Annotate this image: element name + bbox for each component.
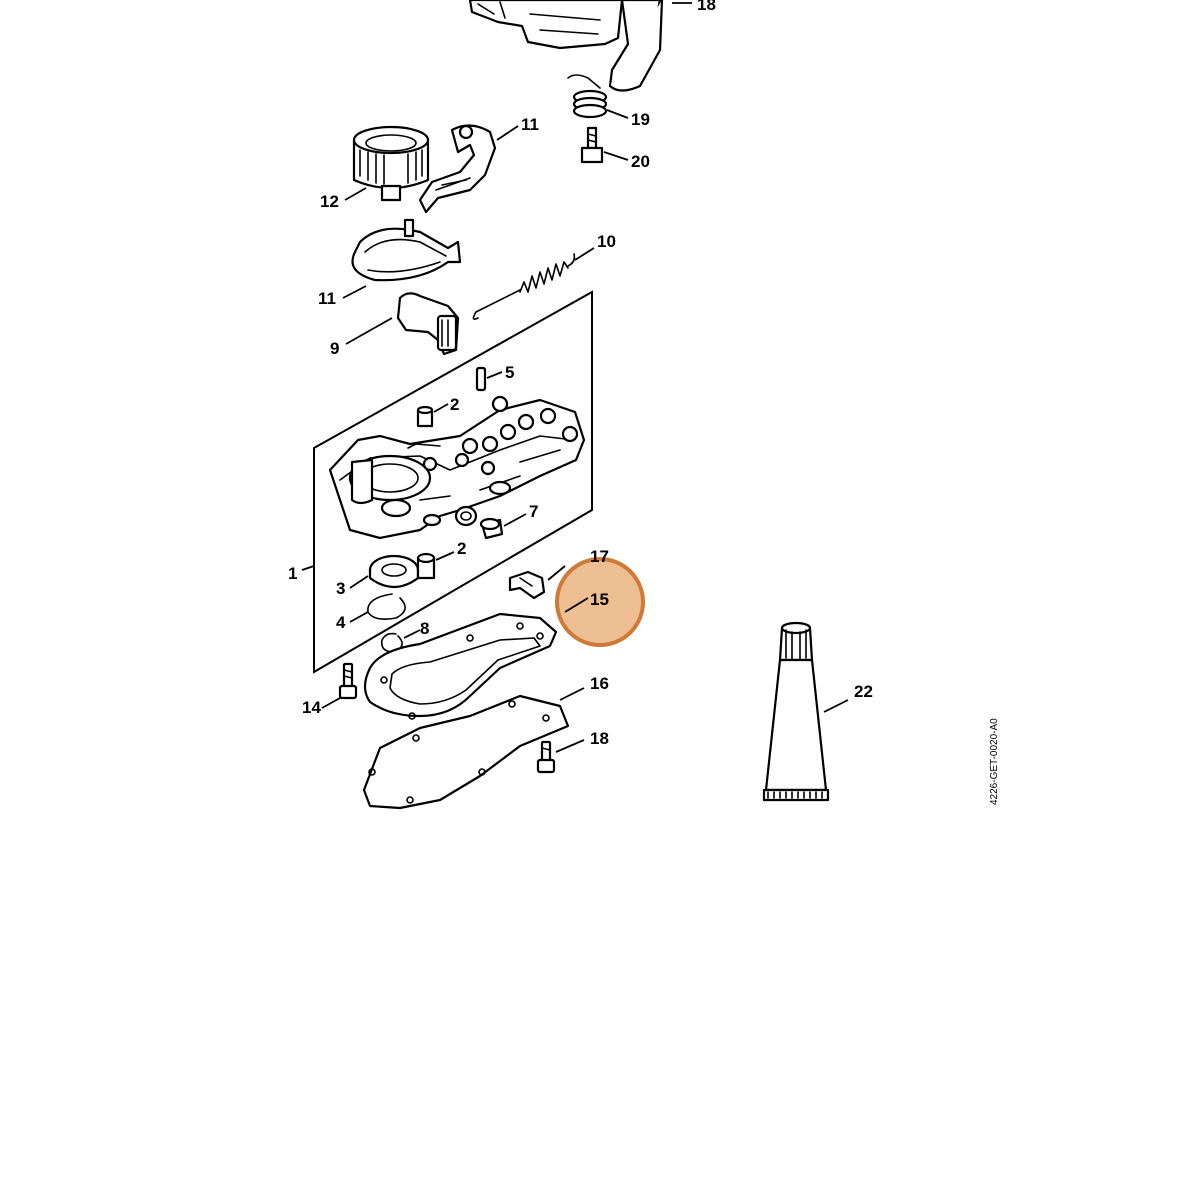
part-15-cover-plate[interactable]: [362, 687, 585, 810]
part-6-plug-screw[interactable]: [454, 505, 527, 540]
callout-19[interactable]: 19: [631, 110, 650, 129]
part-3-ball-bearing[interactable]: [349, 554, 420, 589]
callout-1[interactable]: 1: [288, 564, 297, 583]
part-2-sleeve-lower[interactable]: [416, 551, 455, 580]
part-7-ring[interactable]: [380, 629, 421, 653]
callout-16[interactable]: 17: [590, 547, 609, 566]
callout-8[interactable]: 9: [330, 339, 339, 358]
part-13-screw[interactable]: [321, 662, 358, 709]
callout-15[interactable]: 16: [590, 674, 609, 693]
part-20-screw[interactable]: [580, 126, 629, 164]
part-2-sleeve-upper[interactable]: [416, 403, 449, 428]
callout-5[interactable]: 5: [505, 363, 514, 382]
part-8-bracket[interactable]: [345, 292, 460, 356]
callout-2-upper[interactable]: 2: [450, 395, 459, 414]
callout-18[interactable]: 18: [697, 0, 716, 14]
callout-14[interactable]: 15: [590, 590, 609, 609]
callout-9[interactable]: 10: [597, 232, 616, 251]
callout-17[interactable]: 18: [590, 729, 609, 748]
part-22-grease-tube[interactable]: [762, 621, 849, 802]
part-14-gasket[interactable]: [363, 612, 558, 720]
callout-2-lower[interactable]: 2: [457, 539, 466, 558]
callout-labels: 18 19 20 11 12 10 11 9 5 2 7 2 17 1 3 15…: [288, 0, 873, 748]
highlight-circle-14: [555, 557, 645, 647]
part-19-spring[interactable]: [567, 74, 629, 119]
callout-6[interactable]: 7: [529, 502, 538, 521]
callout-20[interactable]: 20: [631, 152, 650, 171]
part-11-lever[interactable]: [418, 124, 519, 214]
part-9-tension-spring[interactable]: [472, 247, 595, 320]
callout-12[interactable]: 12: [320, 192, 339, 211]
drawing-code: 4226-GET-0020-A0: [989, 718, 1000, 805]
part-10-brake-band[interactable]: [342, 218, 462, 299]
callout-7[interactable]: 8: [420, 619, 429, 638]
assembly-1-frame: [301, 290, 593, 674]
gear-housing[interactable]: [328, 395, 586, 540]
callout-4[interactable]: 4: [336, 613, 346, 632]
part-16-clip[interactable]: [508, 565, 566, 600]
callout-14-leader: [564, 597, 589, 613]
callout-22[interactable]: 22: [854, 682, 873, 701]
part-4-circlip[interactable]: [349, 593, 406, 623]
part-12-clutch-drum[interactable]: [344, 125, 430, 202]
callout-3[interactable]: 3: [336, 579, 345, 598]
callout-13[interactable]: 14: [302, 698, 321, 717]
callout-11[interactable]: 11: [521, 115, 539, 134]
callout-10[interactable]: 11: [318, 289, 336, 308]
part-5-pin[interactable]: [475, 366, 503, 392]
part-18-handle-housing[interactable]: [468, 0, 692, 92]
part-17-screw[interactable]: [536, 739, 585, 774]
